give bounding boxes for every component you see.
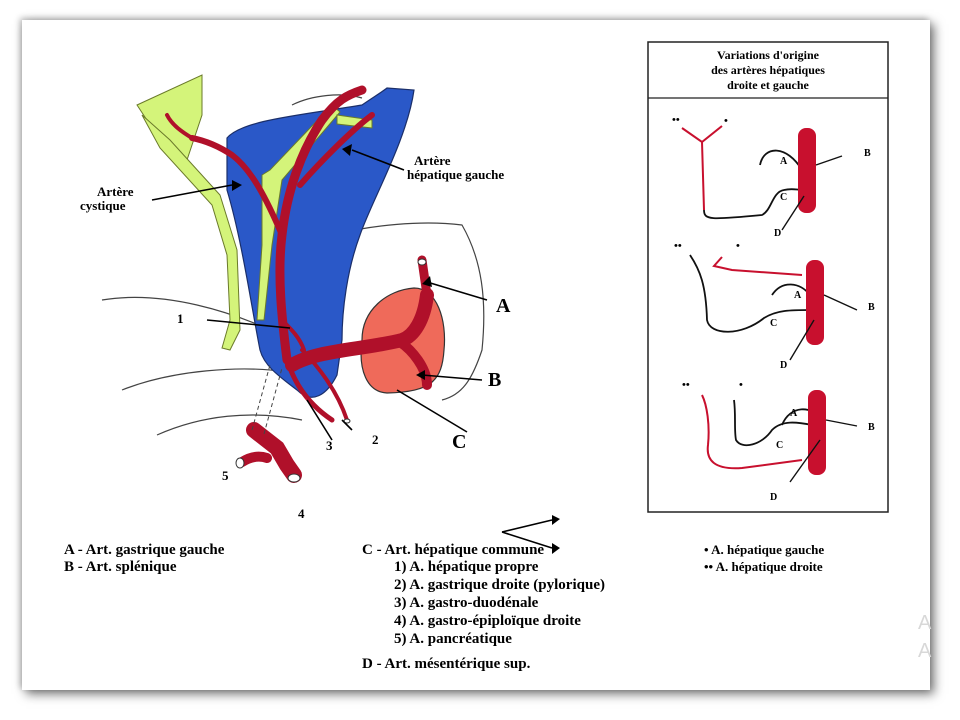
- svg-text:A: A: [794, 290, 802, 301]
- svg-text:••: ••: [682, 379, 690, 391]
- edge-fragment-1: A: [918, 612, 932, 634]
- svg-text:•: •: [736, 240, 740, 252]
- svg-text:•: •: [739, 379, 743, 391]
- legend-branch-gauche: • A. hépatique gauche: [704, 542, 824, 557]
- arrow-heads: [232, 144, 560, 554]
- svg-text:D: D: [774, 228, 781, 239]
- legend-c-4: 4) A. gastro-épiploïque droite: [394, 613, 581, 629]
- svg-text:••: ••: [672, 114, 680, 126]
- svg-text:A: A: [790, 408, 798, 419]
- svg-text:B: B: [868, 302, 875, 313]
- label-letter-a: A: [496, 295, 511, 317]
- artery-tree: [165, 85, 434, 483]
- svg-text:D: D: [780, 360, 787, 371]
- legend-branch-droite: •• A. hépatique droite: [704, 559, 823, 574]
- variation-1: •• • A B C D: [672, 114, 871, 239]
- label-number-4: 4: [298, 506, 305, 521]
- panel-title-line3: droite et gauche: [727, 78, 809, 92]
- legend-a: A - Art. gastrique gauche: [64, 542, 225, 558]
- svg-text:••: ••: [674, 240, 682, 252]
- dashed-duct: [251, 364, 283, 435]
- legend-c-3: 3) A. gastro-duodénale: [394, 595, 539, 611]
- svg-text:D: D: [770, 492, 777, 503]
- legend-c-title: C - Art. hépatique commune: [362, 542, 544, 558]
- label-number-3: 3: [326, 438, 333, 453]
- diagram-canvas: Artère cystique Artère hépatique gauche …: [42, 20, 890, 675]
- legend-b: B - Art. splénique: [64, 559, 177, 575]
- svg-text:C: C: [770, 318, 777, 329]
- label-artere-cystique-1: Artère: [97, 184, 134, 199]
- label-artere-hepatique-gauche-1: Artère: [414, 153, 451, 168]
- label-number-5: 5: [222, 468, 229, 483]
- leader-lines: [151, 149, 553, 549]
- legend-d-title: D - Art. mésentérique sup.: [362, 656, 531, 672]
- svg-text:•: •: [724, 115, 728, 127]
- legend: A - Art. gastrique gauche B - Art. splén…: [64, 542, 824, 672]
- legend-c-1: 1) A. hépatique propre: [394, 559, 539, 575]
- svg-text:B: B: [868, 422, 875, 433]
- svg-text:B: B: [864, 148, 871, 159]
- label-artere-hepatique-gauche-2: hépatique gauche: [407, 167, 504, 182]
- label-letter-b: B: [488, 369, 501, 391]
- hepatic-artery-diagram: Artère cystique Artère hépatique gauche …: [64, 41, 889, 672]
- svg-text:C: C: [776, 440, 783, 451]
- variations-panel: Variations d'origine des artères hépatiq…: [647, 41, 889, 513]
- variation-2: •• • A B C D: [674, 240, 875, 371]
- legend-c-2: 2) A. gastrique droite (pylorique): [394, 577, 605, 593]
- label-number-2: 2: [372, 432, 379, 447]
- label-number-1: 1: [177, 311, 184, 326]
- label-artere-cystique-2: cystique: [80, 198, 126, 213]
- variation-3: •• • A B C D: [682, 379, 875, 503]
- label-letter-c: C: [452, 431, 466, 453]
- liver-shape: [226, 87, 415, 398]
- edge-fragment-2: A: [918, 640, 932, 662]
- svg-text:A: A: [780, 156, 788, 167]
- panel-title-line2: des artères hépatiques: [711, 63, 825, 77]
- panel-title-line1: Variations d'origine: [717, 48, 820, 62]
- legend-c-5: 5) A. pancréatique: [394, 631, 512, 647]
- svg-text:C: C: [780, 192, 787, 203]
